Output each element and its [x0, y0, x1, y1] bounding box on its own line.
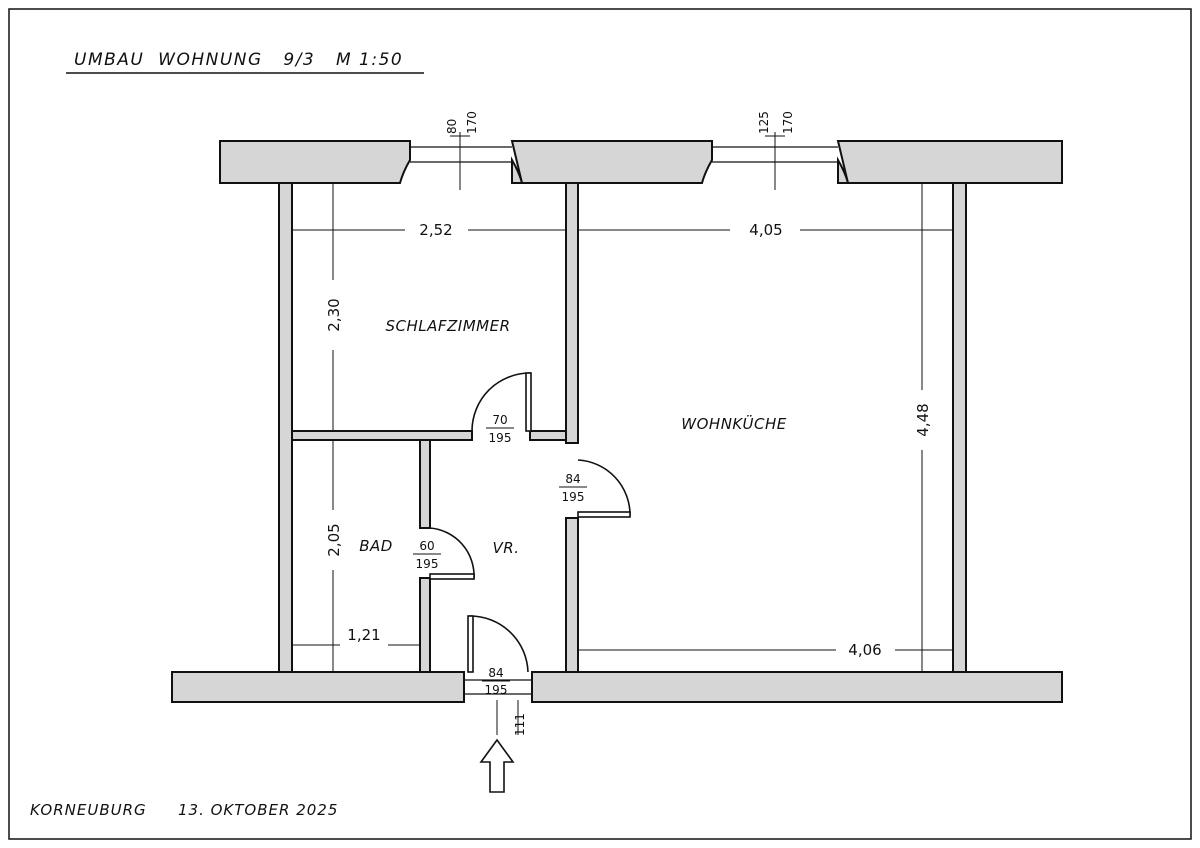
door-wohn-leaf [577, 511, 631, 518]
partition-schlaf-bottom-right [529, 430, 567, 441]
bottom-wall-left [171, 671, 465, 703]
door-schlaf-swing [471, 372, 531, 432]
door-schlaf-height: 195 [489, 431, 512, 445]
top-wall-right [836, 140, 1063, 184]
door-entry-sill: 111 [513, 713, 527, 736]
door-bad-height: 195 [416, 557, 439, 571]
top-wall-left [219, 140, 411, 184]
sheet-border [8, 8, 1192, 840]
dim-wohn-width-bottom: 4,06 [848, 641, 881, 659]
dim-bad-depth: 2,05 [325, 523, 343, 556]
window2-height: 170 [781, 111, 795, 134]
door-entry-swing [469, 615, 529, 673]
dim-wohn-depth: 4,48 [914, 403, 932, 436]
door-bad-leaf [429, 573, 475, 580]
entrance-arrow-icon [479, 738, 515, 793]
dim-schlaf-depth: 2,30 [325, 298, 343, 331]
door-wohn-height: 195 [562, 490, 585, 504]
window1-height: 170 [465, 111, 479, 134]
left-wall [278, 182, 293, 673]
partition-schlaf-bottom-left [291, 430, 473, 441]
door-entry-height: 195 [485, 683, 508, 697]
room-schlafzimmer: SCHLAFZIMMER [385, 317, 510, 335]
room-vorraum: VR. [493, 539, 520, 557]
bottom-wall-right [531, 671, 1063, 703]
windows [410, 132, 838, 190]
partition-schlaf-wohn-upper [565, 182, 579, 444]
door-entry-leaf [467, 615, 474, 673]
door-wohn-swing [577, 459, 631, 516]
doors [429, 372, 631, 673]
plan-title: UMBAU WOHNUNG 9/3 M 1:50 [74, 50, 403, 70]
door-bad-width: 60 [419, 539, 434, 553]
door-wohn-width: 84 [565, 472, 580, 486]
dim-bad-width: 1,21 [347, 626, 380, 644]
room-wohnkueche: WOHNKÜCHE [681, 414, 786, 433]
dim-wohn-width-top: 4,05 [749, 221, 782, 239]
top-wall-middle [510, 140, 713, 184]
dim-schlaf-width: 2,52 [419, 221, 452, 239]
door-schlaf-width: 70 [492, 413, 507, 427]
partition-schlaf-wohn-lower [565, 517, 579, 673]
partition-bad-upper [419, 439, 431, 529]
right-wall [952, 182, 967, 673]
room-bad: BAD [359, 537, 393, 555]
dimension-lines [291, 182, 953, 673]
partition-bad-lower [419, 577, 431, 673]
window2-width: 125 [757, 111, 771, 134]
window1-width: 80 [445, 119, 459, 134]
door-labels: 70 195 84 195 60 195 84 195 111 [413, 413, 587, 736]
door-entry-width: 84 [488, 666, 503, 680]
entry-threshold [463, 672, 533, 735]
door-schlaf-leaf [525, 372, 532, 432]
footer-date: 13. OKTOBER 2025 [178, 801, 338, 819]
footer-place: KORNEUBURG [30, 801, 147, 819]
